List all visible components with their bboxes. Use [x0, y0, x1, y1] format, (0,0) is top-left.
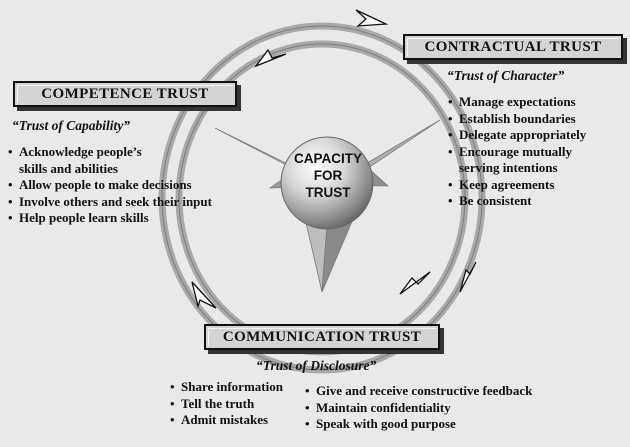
arrow-bottom-right-icon	[399, 271, 431, 295]
communication-list-right: Give and receive constructive feedback M…	[305, 383, 532, 433]
list-item: Admit mistakes	[170, 412, 283, 429]
competence-subtitle: “Trust of Capability”	[12, 118, 131, 133]
arrow-top-icon	[355, 9, 389, 27]
capacity-sphere	[280, 136, 374, 230]
arrow-top-left-icon	[254, 48, 287, 68]
arrow-right-icon	[459, 261, 477, 293]
list-item: Tell the truth	[170, 396, 283, 413]
communication-list-left: Share information Tell the truth Admit m…	[170, 379, 283, 429]
contractual-title: CONTRACTUAL TRUST	[403, 34, 623, 60]
center-line-1: CAPACITY	[293, 151, 362, 166]
list-item: Share information	[170, 379, 283, 396]
list-item: Involve others and seek their input	[8, 194, 212, 211]
list-item: Manage expectations	[448, 94, 586, 111]
list-item: Delegate appropriately	[448, 127, 586, 144]
competence-title: COMPETENCE TRUST	[13, 81, 237, 107]
list-item: Be consistent	[448, 193, 586, 210]
list-item: Keep agreements	[448, 177, 586, 194]
list-item: Help people learn skills	[8, 210, 212, 227]
list-item: Maintain confidentiality	[305, 400, 532, 417]
list-item: Speak with good purpose	[305, 416, 532, 433]
cycle-arrows	[191, 9, 477, 309]
arrow-left-icon	[191, 281, 217, 309]
list-item: Establish boundaries	[448, 111, 586, 128]
center-line-2: FOR	[313, 168, 343, 183]
communication-title: COMMUNICATION TRUST	[204, 324, 440, 350]
list-item: Allow people to make decisions	[8, 177, 212, 194]
communication-subtitle: “Trust of Disclosure”	[256, 358, 377, 373]
center-line-3: TRUST	[305, 185, 351, 200]
center-label: CAPACITY FOR TRUST	[285, 150, 371, 201]
contractual-list: Manage expectations Establish boundaries…	[448, 94, 586, 210]
list-item: Give and receive constructive feedback	[305, 383, 532, 400]
contractual-subtitle: “Trust of Character”	[447, 68, 565, 83]
